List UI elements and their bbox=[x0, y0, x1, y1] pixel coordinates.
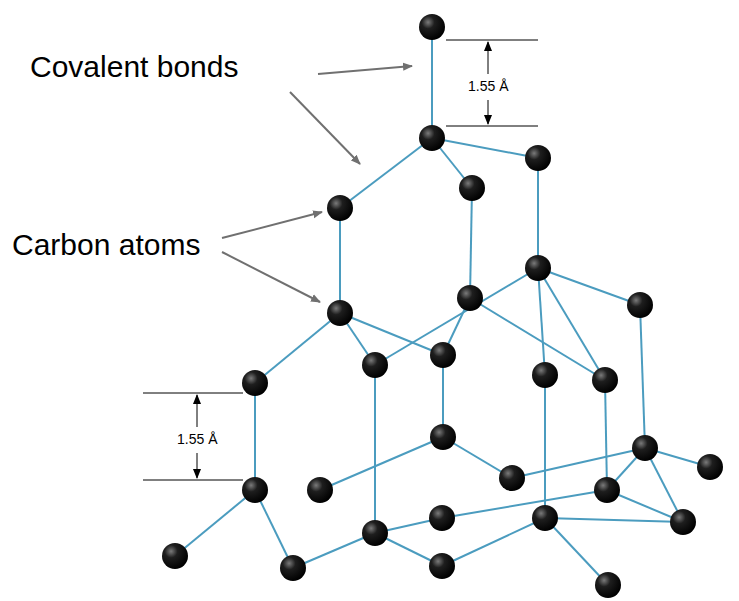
carbon-atom bbox=[457, 285, 483, 311]
bond-line bbox=[340, 138, 432, 208]
bond-line bbox=[442, 518, 545, 566]
bond-line bbox=[374, 365, 376, 533]
carbon-atom bbox=[419, 14, 445, 40]
bond-line bbox=[512, 448, 645, 478]
bond-line bbox=[255, 490, 293, 568]
bond-line bbox=[175, 490, 255, 556]
bond-line bbox=[339, 208, 341, 313]
carbon-atom bbox=[627, 292, 653, 318]
carbon-atom bbox=[670, 509, 696, 535]
carbon-atom bbox=[592, 367, 618, 393]
bond-line bbox=[340, 313, 443, 355]
carbon-atom bbox=[307, 477, 333, 503]
bond-line bbox=[544, 375, 546, 518]
bond-line bbox=[442, 490, 607, 518]
carbon-atom bbox=[362, 352, 388, 378]
carbon-atom bbox=[429, 505, 455, 531]
carbon-atom bbox=[499, 465, 525, 491]
carbon-atom bbox=[362, 520, 388, 546]
bond-line bbox=[537, 158, 539, 268]
bond-line bbox=[254, 383, 256, 490]
carbon-atom bbox=[327, 195, 353, 221]
carbon-atom bbox=[242, 370, 268, 396]
dimension-lines bbox=[143, 40, 538, 480]
bond-line bbox=[545, 518, 608, 585]
carbon-atom bbox=[280, 555, 306, 581]
carbon-atom bbox=[242, 477, 268, 503]
carbon-atom bbox=[594, 477, 620, 503]
covalent-bonds bbox=[175, 27, 710, 585]
carbon-atom bbox=[430, 342, 456, 368]
carbon-atom bbox=[595, 572, 621, 598]
carbon-atom bbox=[532, 362, 558, 388]
bond-line bbox=[320, 437, 443, 490]
bond-line bbox=[538, 268, 640, 305]
carbon-atom bbox=[532, 505, 558, 531]
bond-line bbox=[255, 313, 340, 383]
bond-line bbox=[470, 188, 472, 298]
carbon-atom bbox=[697, 454, 723, 480]
carbon-atom bbox=[429, 553, 455, 579]
carbon-atom bbox=[327, 300, 353, 326]
carbon-atom bbox=[525, 145, 551, 171]
carbon-atom bbox=[459, 175, 485, 201]
carbon-atom bbox=[419, 125, 445, 151]
bond-line bbox=[605, 380, 607, 490]
bond-line bbox=[640, 305, 645, 448]
callout-label: Carbon atoms bbox=[12, 228, 200, 261]
carbon-atom bbox=[632, 435, 658, 461]
bond-line bbox=[375, 268, 538, 365]
carbon-atom bbox=[162, 543, 188, 569]
bond-line bbox=[545, 518, 683, 522]
bond-line bbox=[431, 27, 433, 138]
carbon-atom bbox=[525, 255, 551, 281]
callout-label: Covalent bonds bbox=[30, 50, 238, 83]
carbon-atoms bbox=[162, 14, 723, 598]
dimension-label: 1.55 Å bbox=[175, 431, 219, 448]
carbon-atom bbox=[430, 424, 456, 450]
leader-arrows bbox=[222, 66, 412, 302]
bond-line bbox=[432, 138, 538, 158]
bond-line bbox=[293, 533, 375, 568]
dimension-label: 1.55 Å bbox=[466, 78, 510, 95]
bond-line bbox=[538, 268, 545, 375]
